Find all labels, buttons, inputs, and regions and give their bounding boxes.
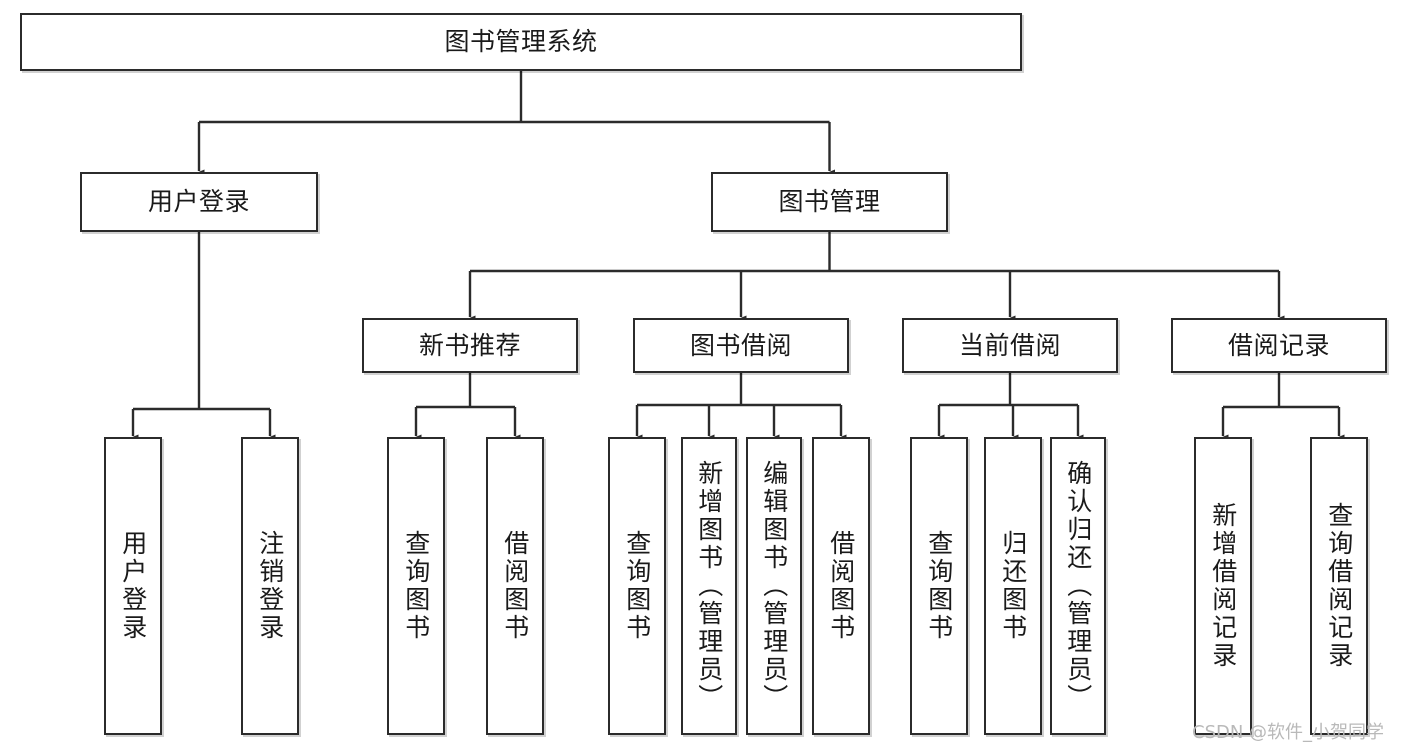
node-label-leaf-borrow-add: 新增图书（管理员） [694, 460, 724, 712]
node-leaf-cur-query[interactable]: 查询图书 [910, 437, 968, 735]
node-leaf-rec-add[interactable]: 新增借阅记录 [1194, 437, 1252, 735]
node-leaf-rec-query[interactable]: 查询图书 [387, 437, 445, 735]
connector-lines [127, 71, 1345, 444]
node-new-book-rec[interactable]: 新书推荐 [362, 318, 578, 373]
node-label-book-borrow: 图书借阅 [689, 330, 792, 360]
node-leaf-borrow-do[interactable]: 借阅图书 [812, 437, 870, 735]
node-label-leaf-rec-query: 查询图书 [401, 530, 431, 642]
node-book-borrow[interactable]: 图书借阅 [633, 318, 849, 373]
node-leaf-cur-confirm[interactable]: 确认归还（管理员） [1050, 437, 1106, 735]
node-leaf-rec-search[interactable]: 查询借阅记录 [1310, 437, 1368, 735]
csdn-watermark: CSDN @软件_小贺同学 [1192, 722, 1385, 743]
node-label-leaf-rec-search: 查询借阅记录 [1324, 502, 1354, 670]
node-label-book-manage: 图书管理 [778, 187, 881, 217]
node-label-leaf-cur-query: 查询图书 [924, 530, 954, 642]
node-leaf-cur-return[interactable]: 归还图书 [984, 437, 1042, 735]
node-leaf-user-login[interactable]: 用户登录 [104, 437, 162, 735]
node-label-leaf-user-login: 用户登录 [118, 530, 148, 642]
node-label-leaf-borrow-edit: 编辑图书（管理员） [759, 460, 789, 712]
node-leaf-borrow-edit[interactable]: 编辑图书（管理员） [746, 437, 802, 735]
node-label-user-login: 用户登录 [147, 187, 250, 217]
node-label-new-book-rec: 新书推荐 [418, 330, 521, 360]
node-leaf-rec-borrow[interactable]: 借阅图书 [486, 437, 544, 735]
node-label-current-borrow: 当前借阅 [958, 330, 1061, 360]
node-leaf-user-logout[interactable]: 注销登录 [241, 437, 299, 735]
node-current-borrow[interactable]: 当前借阅 [902, 318, 1118, 373]
node-label-leaf-borrow-do: 借阅图书 [826, 530, 856, 642]
node-label-leaf-rec-borrow: 借阅图书 [500, 530, 530, 642]
node-label-leaf-cur-return: 归还图书 [998, 530, 1028, 642]
node-borrow-record[interactable]: 借阅记录 [1171, 318, 1387, 373]
node-label-leaf-borrow-query: 查询图书 [622, 530, 652, 642]
node-label-leaf-cur-confirm: 确认归还（管理员） [1063, 460, 1093, 712]
node-label-leaf-rec-add: 新增借阅记录 [1208, 502, 1238, 670]
node-leaf-borrow-query[interactable]: 查询图书 [608, 437, 666, 735]
node-user-login[interactable]: 用户登录 [80, 172, 318, 232]
node-label-leaf-user-logout: 注销登录 [255, 530, 285, 642]
node-book-manage[interactable]: 图书管理 [711, 172, 948, 232]
node-root[interactable]: 图书管理系统 [20, 13, 1022, 71]
node-label-borrow-record: 借阅记录 [1227, 330, 1330, 360]
node-leaf-borrow-add[interactable]: 新增图书（管理员） [681, 437, 737, 735]
node-label-root: 图书管理系统 [444, 27, 598, 57]
